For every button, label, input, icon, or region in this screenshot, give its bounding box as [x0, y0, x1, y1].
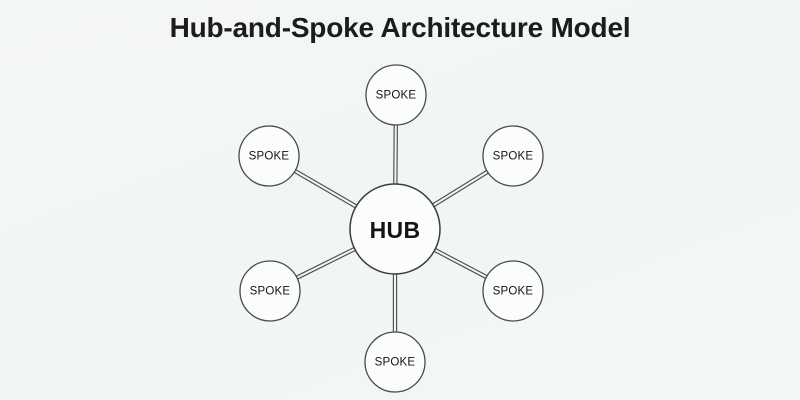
node-group: SPOKE SPOKE SPOKE SPOKE SPOKE SPOKE HUB	[238, 64, 544, 393]
spoke-circle[interactable]	[364, 331, 426, 393]
spoke-node-3[interactable]: SPOKE	[482, 260, 544, 322]
spoke-label: SPOKE	[376, 90, 417, 102]
spoke-circle[interactable]	[482, 125, 544, 187]
spoke-label: SPOKE	[493, 286, 534, 298]
spoke-circle[interactable]	[238, 125, 300, 187]
spoke-node-2[interactable]: SPOKE	[482, 125, 544, 187]
spoke-circle[interactable]	[239, 260, 301, 322]
spoke-node-6[interactable]: SPOKE	[238, 125, 300, 187]
connector-hub-to-spoke-6	[293, 168, 359, 209]
spoke-label: SPOKE	[250, 286, 291, 298]
connector-group	[293, 123, 490, 333]
spoke-node-5[interactable]: SPOKE	[239, 260, 301, 322]
spoke-circle[interactable]	[482, 260, 544, 322]
spoke-label: SPOKE	[249, 151, 290, 163]
connector-hub-to-spoke-2	[431, 169, 490, 208]
connector-hub-to-spoke-5	[295, 246, 357, 281]
connector-hub-to-spoke-1	[393, 123, 398, 186]
page-title: Hub-and-Spoke Architecture Model	[169, 12, 631, 43]
spoke-circle[interactable]	[365, 64, 427, 126]
spoke-label: SPOKE	[375, 357, 416, 369]
hub-label: HUB	[370, 217, 421, 243]
connector-hub-to-spoke-3	[432, 247, 489, 280]
spoke-node-4[interactable]: SPOKE	[364, 331, 426, 393]
connector-hub-to-spoke-4	[392, 273, 398, 333]
spoke-node-1[interactable]: SPOKE	[365, 64, 427, 126]
hub-circle[interactable]	[349, 183, 441, 275]
hub-node[interactable]: HUB	[349, 183, 441, 275]
spoke-label: SPOKE	[493, 151, 534, 163]
